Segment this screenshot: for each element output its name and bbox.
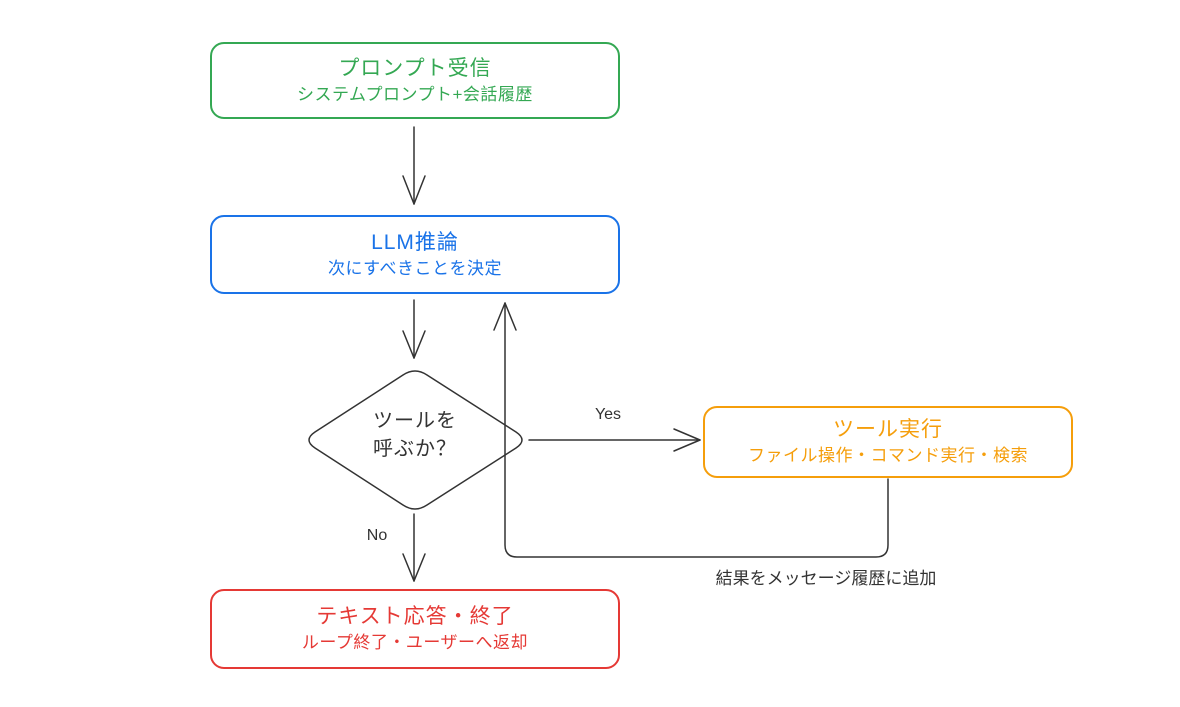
- decision-line-2: 呼ぶか？: [373, 438, 457, 460]
- node-text-response-end: テキスト応答・終了 ループ終了・ユーザーへ返却: [210, 589, 620, 669]
- node-subtitle: システムプロンプト+会話履歴: [297, 84, 533, 104]
- node-title: テキスト応答・終了: [316, 605, 514, 629]
- decision-diamond: [308, 370, 523, 510]
- node-subtitle: 次にすべきことを決定: [328, 258, 502, 278]
- decision-node-label: ツールを 呼ぶか？: [340, 407, 490, 463]
- decision-line-1: ツールを: [373, 410, 457, 432]
- node-title: プロンプト受信: [338, 56, 492, 80]
- edge-llm-to-decision: [402, 299, 426, 359]
- edge-label-yes: Yes: [594, 406, 622, 423]
- edge-tool-loop-back: [493, 302, 889, 558]
- edge-decision-no: [402, 513, 426, 582]
- node-llm-inference: LLM推論 次にすべきことを決定: [210, 215, 620, 294]
- edge-label-loop-append-history: 結果をメッセージ履歴に追加: [715, 569, 937, 588]
- node-title: ツール実行: [833, 418, 943, 442]
- node-subtitle: ファイル操作・コマンド実行・検索: [748, 446, 1028, 466]
- node-title: LLM推論: [371, 230, 459, 254]
- node-subtitle: ループ終了・ユーザーへ返却: [301, 633, 529, 653]
- edge-prompt-to-llm: [402, 126, 426, 205]
- edge-label-no: No: [366, 527, 388, 544]
- node-tool-execution: ツール実行 ファイル操作・コマンド実行・検索: [703, 406, 1073, 478]
- node-prompt-receive: プロンプト受信 システムプロンプト+会話履歴: [210, 42, 620, 119]
- edge-decision-yes: [528, 428, 701, 452]
